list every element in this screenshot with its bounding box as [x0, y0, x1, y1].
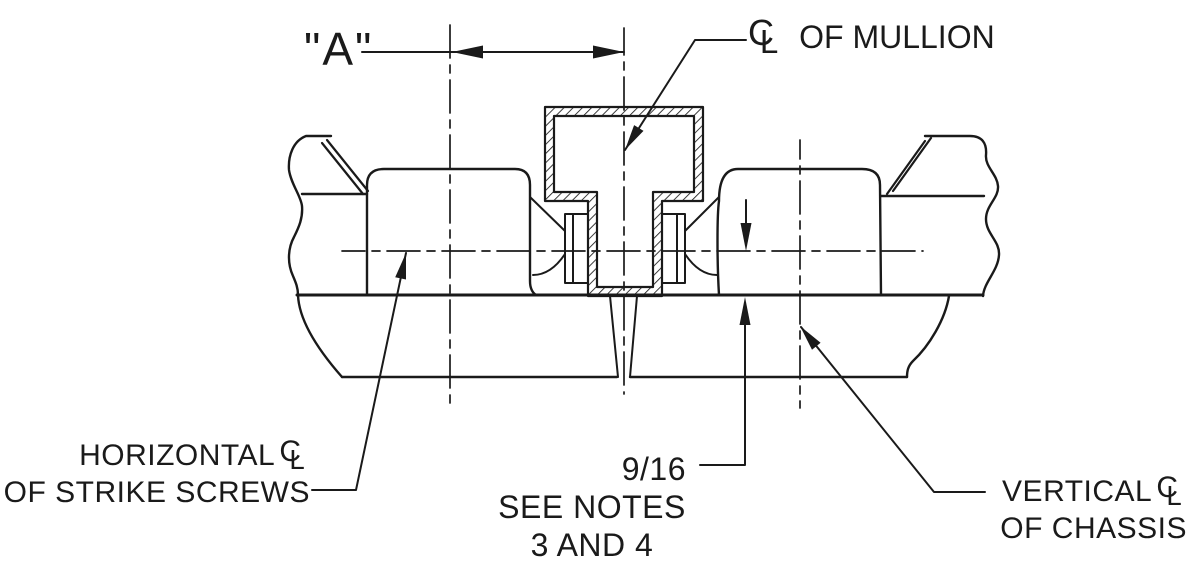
right-strike-keeper — [661, 213, 686, 284]
right-strike-body — [716, 167, 883, 297]
right-bevel-slot — [885, 136, 933, 196]
v-notch — [609, 295, 638, 378]
nine-sixteenths-leader — [699, 199, 752, 466]
strike-screws-label-line2: OF STRIKE SCREWS — [3, 476, 310, 509]
centerline-symbol-icon: C L — [748, 12, 779, 61]
strike-screws-leader — [311, 252, 407, 491]
chassis-label-line1: VERTICAL — [1002, 475, 1153, 508]
strike-screws-label-line1: HORIZONTAL — [79, 439, 276, 472]
left-strike-body — [365, 167, 538, 297]
chassis-cl-leader — [800, 326, 986, 493]
dimension-a-label: "A" — [304, 26, 373, 72]
see-notes-line1: SEE NOTES — [498, 489, 686, 525]
centerlines — [341, 24, 924, 409]
left-strike-keeper — [564, 213, 589, 284]
nine-sixteenths-value: 9/16 — [621, 451, 686, 487]
left-frame-break — [287, 134, 370, 379]
mullion-centerline-label: C L OF MULLION — [748, 12, 995, 61]
dimension-arrow-right — [593, 45, 624, 59]
see-notes-line2: 3 AND 4 — [530, 527, 654, 562]
left-keeper-ramp — [529, 196, 566, 276]
mullion-label-text: OF MULLION — [799, 19, 995, 55]
mullion-cl-leader — [624, 39, 747, 151]
right-keeper-ramp — [684, 196, 720, 276]
chassis-label-line2: OF CHASSIS — [1000, 512, 1187, 545]
dimension-a-line — [361, 45, 625, 59]
right-frame-break — [879, 134, 1001, 379]
dimension-a-text: "A" — [304, 23, 374, 75]
nine-sixteenths-note: 9/16 SEE NOTES 3 AND 4 — [498, 450, 686, 562]
right-lower-break — [905, 294, 951, 379]
dimension-arrow-left — [452, 45, 483, 59]
left-bevel-slot — [320, 138, 370, 196]
